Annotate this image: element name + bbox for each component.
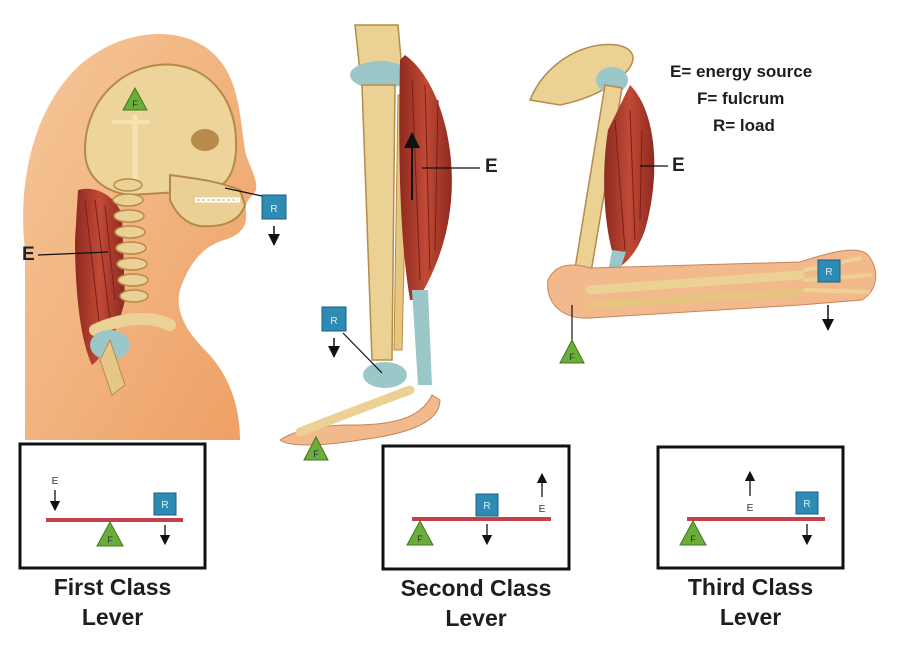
svg-text:F: F — [417, 534, 423, 544]
svg-text:F: F — [569, 352, 575, 362]
fulcrum-head — [122, 86, 148, 111]
caption-third-class: Third Class Lever — [648, 572, 853, 632]
arm-illustration: R F — [528, 43, 877, 364]
svg-text:E: E — [747, 503, 754, 514]
caption-second-line2: Lever — [445, 605, 507, 631]
svg-text:R: R — [330, 316, 337, 327]
effort-label-head: E — [22, 244, 35, 265]
caption-third-line2: Lever — [719, 604, 782, 630]
svg-text:R: R — [161, 500, 168, 511]
svg-text:F: F — [107, 535, 113, 545]
legend-load: R= load — [713, 116, 775, 135]
first-class-lever-box: F R E — [18, 442, 207, 570]
caption-second-line1: Second Class — [400, 575, 552, 601]
load-box-arm — [817, 259, 841, 283]
svg-text:E: E — [539, 504, 546, 515]
effort-label-leg: E — [485, 156, 498, 177]
third-load — [795, 491, 819, 515]
svg-text:R: R — [483, 501, 490, 512]
cervical-spine — [112, 178, 149, 303]
load-box-leg — [321, 306, 347, 332]
load-pointer-leg — [342, 332, 383, 374]
third-class-lever-box: F R E — [656, 445, 845, 570]
caption-first-class: First Class Lever — [10, 572, 215, 632]
effort-label-arm: E — [672, 155, 685, 176]
caption-first-line2: Lever — [81, 604, 144, 630]
svg-text:F: F — [313, 449, 319, 459]
first-fulcrum — [96, 520, 124, 547]
foot — [279, 394, 441, 446]
svg-text:R: R — [803, 499, 810, 510]
head-neck-illustration: R F — [23, 33, 287, 441]
caption-second-class: Second Class Lever — [370, 573, 582, 633]
first-load — [153, 492, 177, 516]
svg-text:F: F — [690, 534, 696, 544]
calf-muscle — [399, 55, 452, 300]
load-pointer-head — [224, 187, 263, 197]
svg-text:R: R — [825, 267, 832, 278]
effort-pointer-head — [37, 251, 109, 256]
leg-illustration: R F — [279, 24, 480, 461]
skull — [83, 63, 238, 197]
legend-fulcrum: F= fulcrum — [697, 89, 785, 108]
second-load — [475, 493, 499, 517]
fulcrum-leg — [303, 435, 329, 461]
svg-text:E: E — [52, 476, 59, 487]
legend-energy-source: E= energy source — [670, 62, 813, 81]
second-fulcrum — [406, 519, 434, 546]
second-class-lever-box: F R E — [381, 444, 571, 571]
svg-text:R: R — [270, 204, 277, 215]
caption-third-line1: Third Class — [687, 574, 814, 600]
svg-text:F: F — [132, 99, 138, 109]
tibia — [361, 84, 396, 361]
caption-first-line1: First Class — [53, 574, 172, 600]
fulcrum-arm — [559, 338, 585, 364]
third-fulcrum — [679, 519, 707, 546]
load-box-head — [261, 194, 287, 220]
